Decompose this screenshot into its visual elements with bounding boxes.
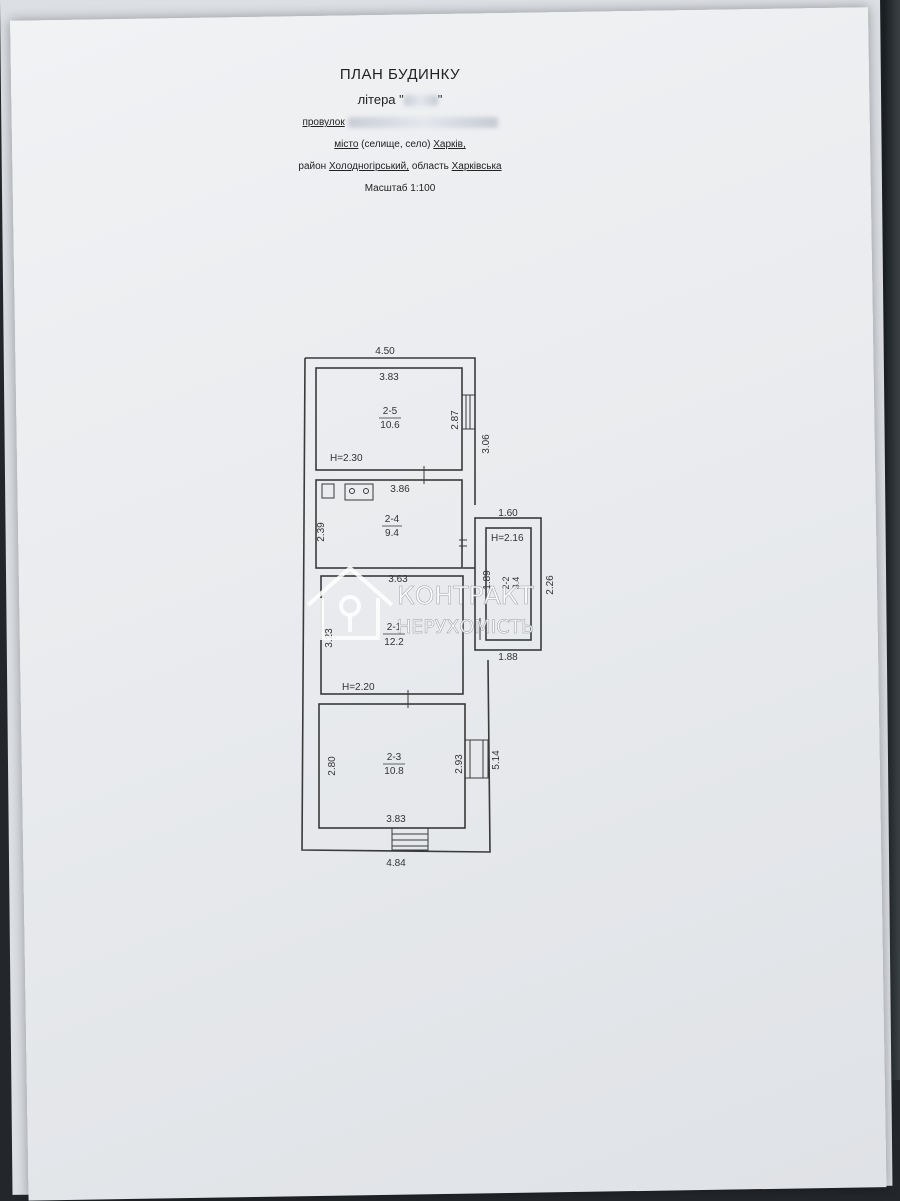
dim-r4-left: 2.39 [316,522,327,542]
dim-top-outer: 4.50 [375,346,395,357]
dim-r3-bottom: 3.83 [386,814,406,825]
height-ext: H=2.16 [491,533,524,544]
dim-r5-right: 2.87 [450,410,461,430]
watermark-line2: НЕРУХОМІСТЬ [397,616,534,638]
room-2-1-area: 12.2 [384,637,404,648]
city-label: місто [334,139,359,150]
room-2-3-id: 2-3 [387,752,402,763]
entrance-steps [391,827,429,851]
redacted-street [347,116,498,128]
letter-line: літера "" [357,92,443,107]
stove-icon [321,483,335,499]
outer-wall-top-right [305,357,476,505]
district-line: район Холодногірський, область Харківськ… [200,156,600,178]
room-2-3-area: 10.8 [384,766,404,777]
window-right-bottom [464,739,489,779]
letter-label: літера [357,92,396,107]
plan-details [321,394,489,851]
redacted-letter [403,95,438,107]
dim-r4-top: 3.86 [390,484,410,495]
dim-r3-left: 2.80 [327,756,338,776]
window-right-top [461,394,476,430]
room-2-2-outline [485,527,532,641]
scale-label: Масштаб 1:100 [364,183,436,194]
watermark-line1: КОНТРАКТ [397,581,534,610]
city-line: місто (селище, село) Харків, [200,134,600,156]
height-r1: H=2.20 [342,682,375,693]
plan-walls [301,357,542,853]
dim-right-outer-top: 3.06 [481,434,492,454]
sink-icon [344,483,374,501]
dim-ext-right: 2.26 [545,575,556,595]
dim-ext-left: 1.89 [482,570,493,590]
room-2-2-id: 2-2 [501,576,511,589]
watermark: КОНТРАКТ НЕРУХОМІСТЬ [306,565,535,640]
dim-r3-right: 2.93 [454,754,465,774]
region-value: Харківська [451,161,502,172]
region-label: область [411,161,449,172]
street-line: провулок [200,112,600,134]
room-2-4-outline [315,479,463,569]
dim-r5-top: 3.83 [379,372,399,383]
height-r5: H=2.30 [330,453,363,464]
district-label: район [298,161,327,172]
street-label: провулок [302,117,345,128]
room-2-2-area: 3.4 [511,577,521,590]
watermark-house-icon [306,565,394,640]
document-title: ПЛАН БУДИНКУ [339,66,461,83]
room-2-5-area: 10.6 [380,420,400,431]
city-hint: (селище, село) [361,139,431,150]
room-2-4-area: 9.4 [385,528,399,539]
room-2-4-id: 2-4 [385,514,400,525]
dim-bottom-outer: 4.84 [386,858,406,869]
dim-ext-top: 1.60 [498,508,518,519]
dim-ext-bottom: 1.88 [498,652,518,663]
dim-r1-top: 3.63 [388,574,408,585]
district-value: Холодногірський, [328,161,410,172]
room-2-5-id: 2-5 [383,406,398,417]
document-header: ПЛАН БУДИНКУ літера "" провулок місто (с… [200,62,600,200]
extension-outer [474,517,542,651]
dim-right-outer-bottom: 5.14 [491,750,502,770]
room-2-1-id: 2-1 [387,622,402,633]
outer-wall-left-bottom [301,357,491,853]
city-value: Харків, [433,139,466,150]
